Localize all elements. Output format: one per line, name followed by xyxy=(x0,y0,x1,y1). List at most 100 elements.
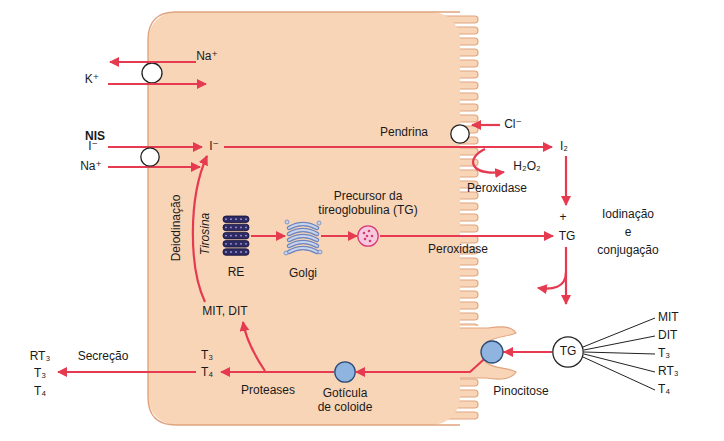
node-label: Golgi xyxy=(289,267,317,281)
ion-label: Cl⁻ xyxy=(504,118,522,132)
ribosome xyxy=(245,243,247,245)
molecule-label: Tirosina xyxy=(199,213,213,256)
ribosome xyxy=(245,218,247,220)
flow-arrow xyxy=(108,166,200,168)
ribosome xyxy=(235,251,237,253)
hormone-label: RT₃ T₃ T₄ xyxy=(30,348,51,400)
golgi-cisterna xyxy=(289,236,317,240)
ribosome xyxy=(240,235,242,237)
node-outline xyxy=(451,125,469,143)
ribosome xyxy=(245,235,247,237)
enzyme-label: Peroxidase xyxy=(428,243,488,257)
enzyme-label: Proteases xyxy=(241,384,295,398)
golgi-cisterna xyxy=(289,236,317,240)
flow-connector xyxy=(251,235,285,237)
node-shape xyxy=(450,124,470,144)
flow-arrow xyxy=(221,371,334,373)
colloid-circle: TG xyxy=(552,336,584,368)
ion-label: Na⁺ xyxy=(80,160,102,174)
pump-circle xyxy=(142,63,162,83)
node-outline xyxy=(553,337,583,367)
process-label: Deiodinação xyxy=(170,195,184,262)
ribosome xyxy=(230,218,232,220)
protein-dot xyxy=(369,240,372,243)
ion-label: Na⁺ xyxy=(196,50,218,64)
hormone-label: RT₃ xyxy=(658,365,679,379)
er-cisterna xyxy=(223,232,249,239)
molecule-label: DIT xyxy=(658,329,677,343)
flow-arrow xyxy=(380,235,553,237)
ribosome xyxy=(235,218,237,220)
golgi-vesicle xyxy=(285,220,289,224)
cell-body xyxy=(148,12,460,425)
arrow-head xyxy=(503,347,513,357)
flow-arrow xyxy=(565,156,567,205)
operator-label: + xyxy=(559,211,566,225)
node-outline xyxy=(335,362,355,382)
hormone-label: T₃ T₄ xyxy=(201,347,213,382)
enzyme-label: Peroxidase xyxy=(467,182,527,196)
ribosome xyxy=(240,251,242,253)
ribosome xyxy=(245,251,247,253)
golgi-cisterna xyxy=(289,230,317,234)
golgi-vesicle xyxy=(317,221,321,225)
flow-arrow xyxy=(243,322,265,371)
ribosome xyxy=(235,243,237,245)
ribosome xyxy=(240,243,242,245)
golgi-vesicle xyxy=(318,250,322,254)
ribosome xyxy=(225,227,227,229)
er-cisterna xyxy=(223,249,249,256)
node-label: Precursor da tireoglobulina (TG) xyxy=(303,190,433,218)
golgi-cisterna xyxy=(289,224,317,228)
ribosome xyxy=(240,227,242,229)
flow-connector xyxy=(321,235,357,237)
node-shape xyxy=(221,214,251,258)
flow-arrows xyxy=(58,62,566,372)
flow-arrow xyxy=(108,83,206,85)
endocytic-vesicle xyxy=(481,341,503,363)
node-shape xyxy=(140,147,160,167)
molecule-label: MIT, DIT xyxy=(202,305,247,319)
flow-arrow xyxy=(538,272,566,289)
ion-label: I⁻ xyxy=(209,140,219,154)
node-label: TG xyxy=(560,345,577,359)
ribosome xyxy=(245,227,247,229)
leader-line xyxy=(583,357,655,390)
flow-connector xyxy=(356,352,552,372)
ribosome xyxy=(225,251,227,253)
ribosome xyxy=(225,235,227,237)
ribosome xyxy=(230,227,232,229)
golgi-cisterna xyxy=(289,224,317,228)
ribosome xyxy=(235,235,237,237)
molecule-label: MIT xyxy=(658,311,679,325)
transporter-circle: Pendrina xyxy=(450,124,470,144)
cell-membrane xyxy=(148,12,460,425)
ribosome xyxy=(225,243,227,245)
flow-arrow xyxy=(472,124,500,126)
node-outline xyxy=(141,148,159,166)
organelle: Golgi xyxy=(285,216,321,256)
molecule-label: H₂O₂ xyxy=(513,160,540,174)
process-label: Iodinação e conjugação xyxy=(597,205,658,259)
leader-line xyxy=(584,352,655,354)
protein-dot xyxy=(366,235,369,238)
node-label: Gotícula de coloide xyxy=(316,387,374,415)
protein-dot xyxy=(364,238,367,241)
process-label: Secreção xyxy=(78,350,129,364)
ribosome xyxy=(240,218,242,220)
protein-dot xyxy=(363,232,366,235)
precursor-vesicle: Precursor da tireoglobulina (TG) xyxy=(357,225,379,247)
node-shape xyxy=(285,216,321,256)
flow-arrow xyxy=(473,149,504,173)
flow-arrow xyxy=(58,371,196,373)
molecule-label: I₂ xyxy=(560,140,568,154)
ion-label: K⁺ xyxy=(85,73,99,87)
golgi-cisterna xyxy=(289,248,317,252)
organelle: RE xyxy=(221,214,251,258)
ribosome xyxy=(230,243,232,245)
hormone-label: T₃ xyxy=(658,347,670,361)
